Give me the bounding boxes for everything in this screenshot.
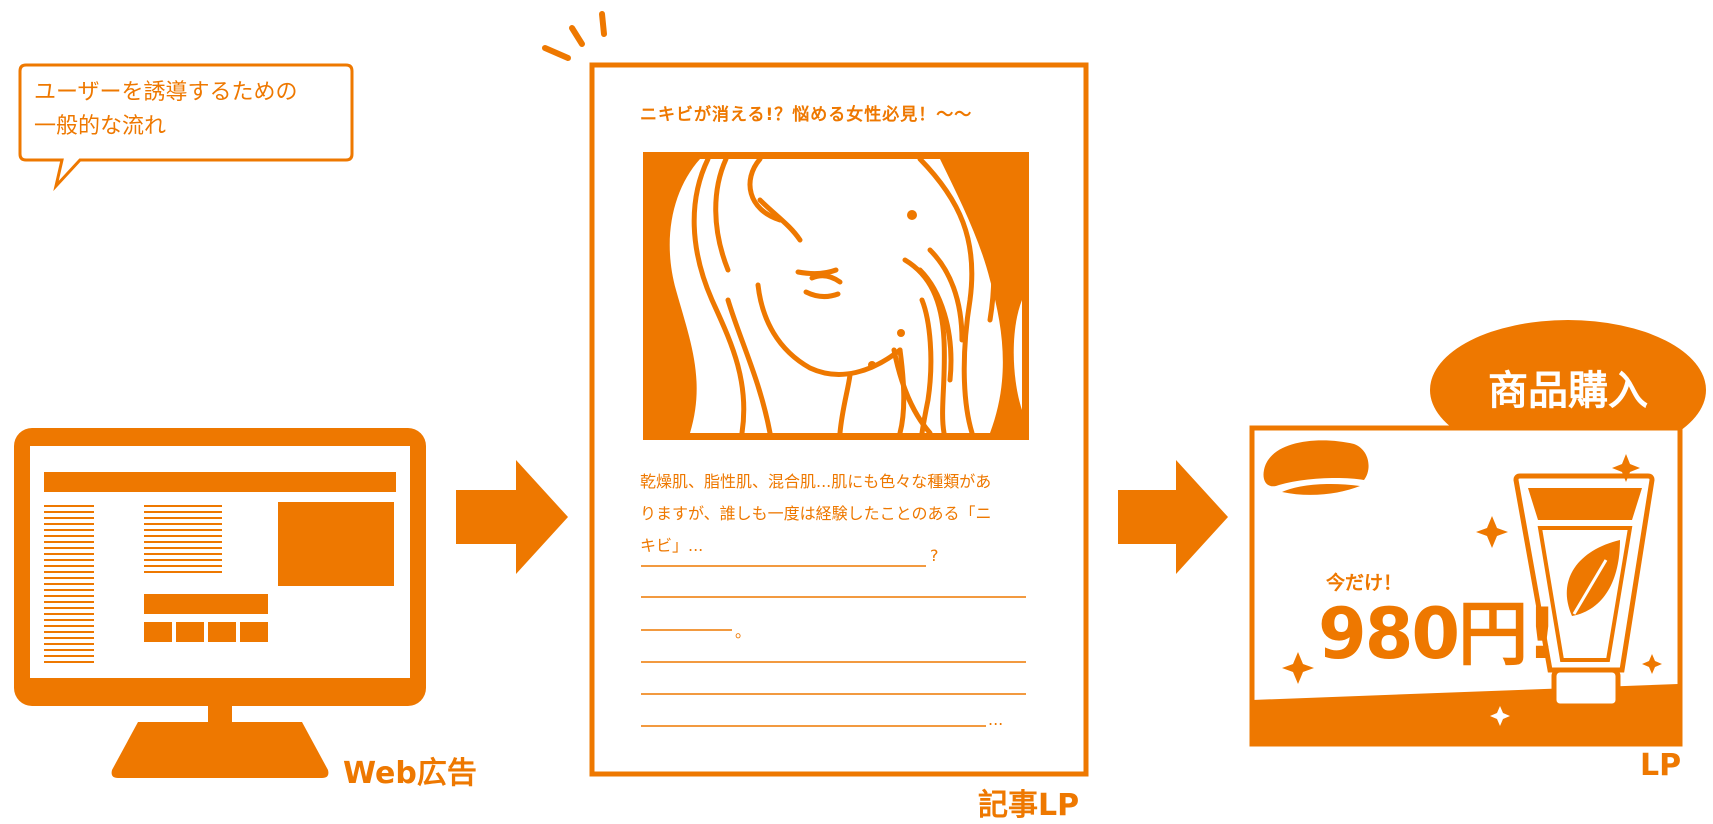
promo-price: 980円! [1318, 593, 1558, 675]
article-headline: ニキビが消える!？悩める女性必見！〜〜 [640, 105, 973, 125]
article-period-mark: 。 [735, 622, 752, 641]
leaf-icon [1566, 540, 1620, 616]
article-body: 乾燥肌、脂性肌、混合肌...肌にも色々な種類があ りますが、誰しも一度は経験した… [640, 466, 1030, 562]
article-ellipsis-mark: ... [988, 710, 1004, 729]
article-body-line1: 乾燥肌、脂性肌、混合肌...肌にも色々な種類があ [640, 472, 992, 491]
article-lp-label: 記事LP [978, 788, 1080, 823]
purchase-badge: 商品購入 [1488, 368, 1648, 414]
article-question-mark: ? [930, 546, 939, 565]
bubble-text: ユーザーを誘導するための 一般的な流れ [34, 76, 354, 144]
bubble-text-line2: 一般的な流れ [34, 114, 167, 139]
article-body-line2: りますが、誰しも一度は経験したことのある「ニ [640, 504, 992, 523]
lp-label: LP [1640, 748, 1682, 783]
web-ad-label: Web広告 [343, 756, 477, 791]
bubble-text-line1: ユーザーを誘導するための [34, 80, 298, 105]
sparkle-icon [542, 11, 607, 61]
promo-small-text: 今だけ！ [1326, 572, 1403, 594]
article-body-line3: キビ」... [640, 536, 704, 555]
